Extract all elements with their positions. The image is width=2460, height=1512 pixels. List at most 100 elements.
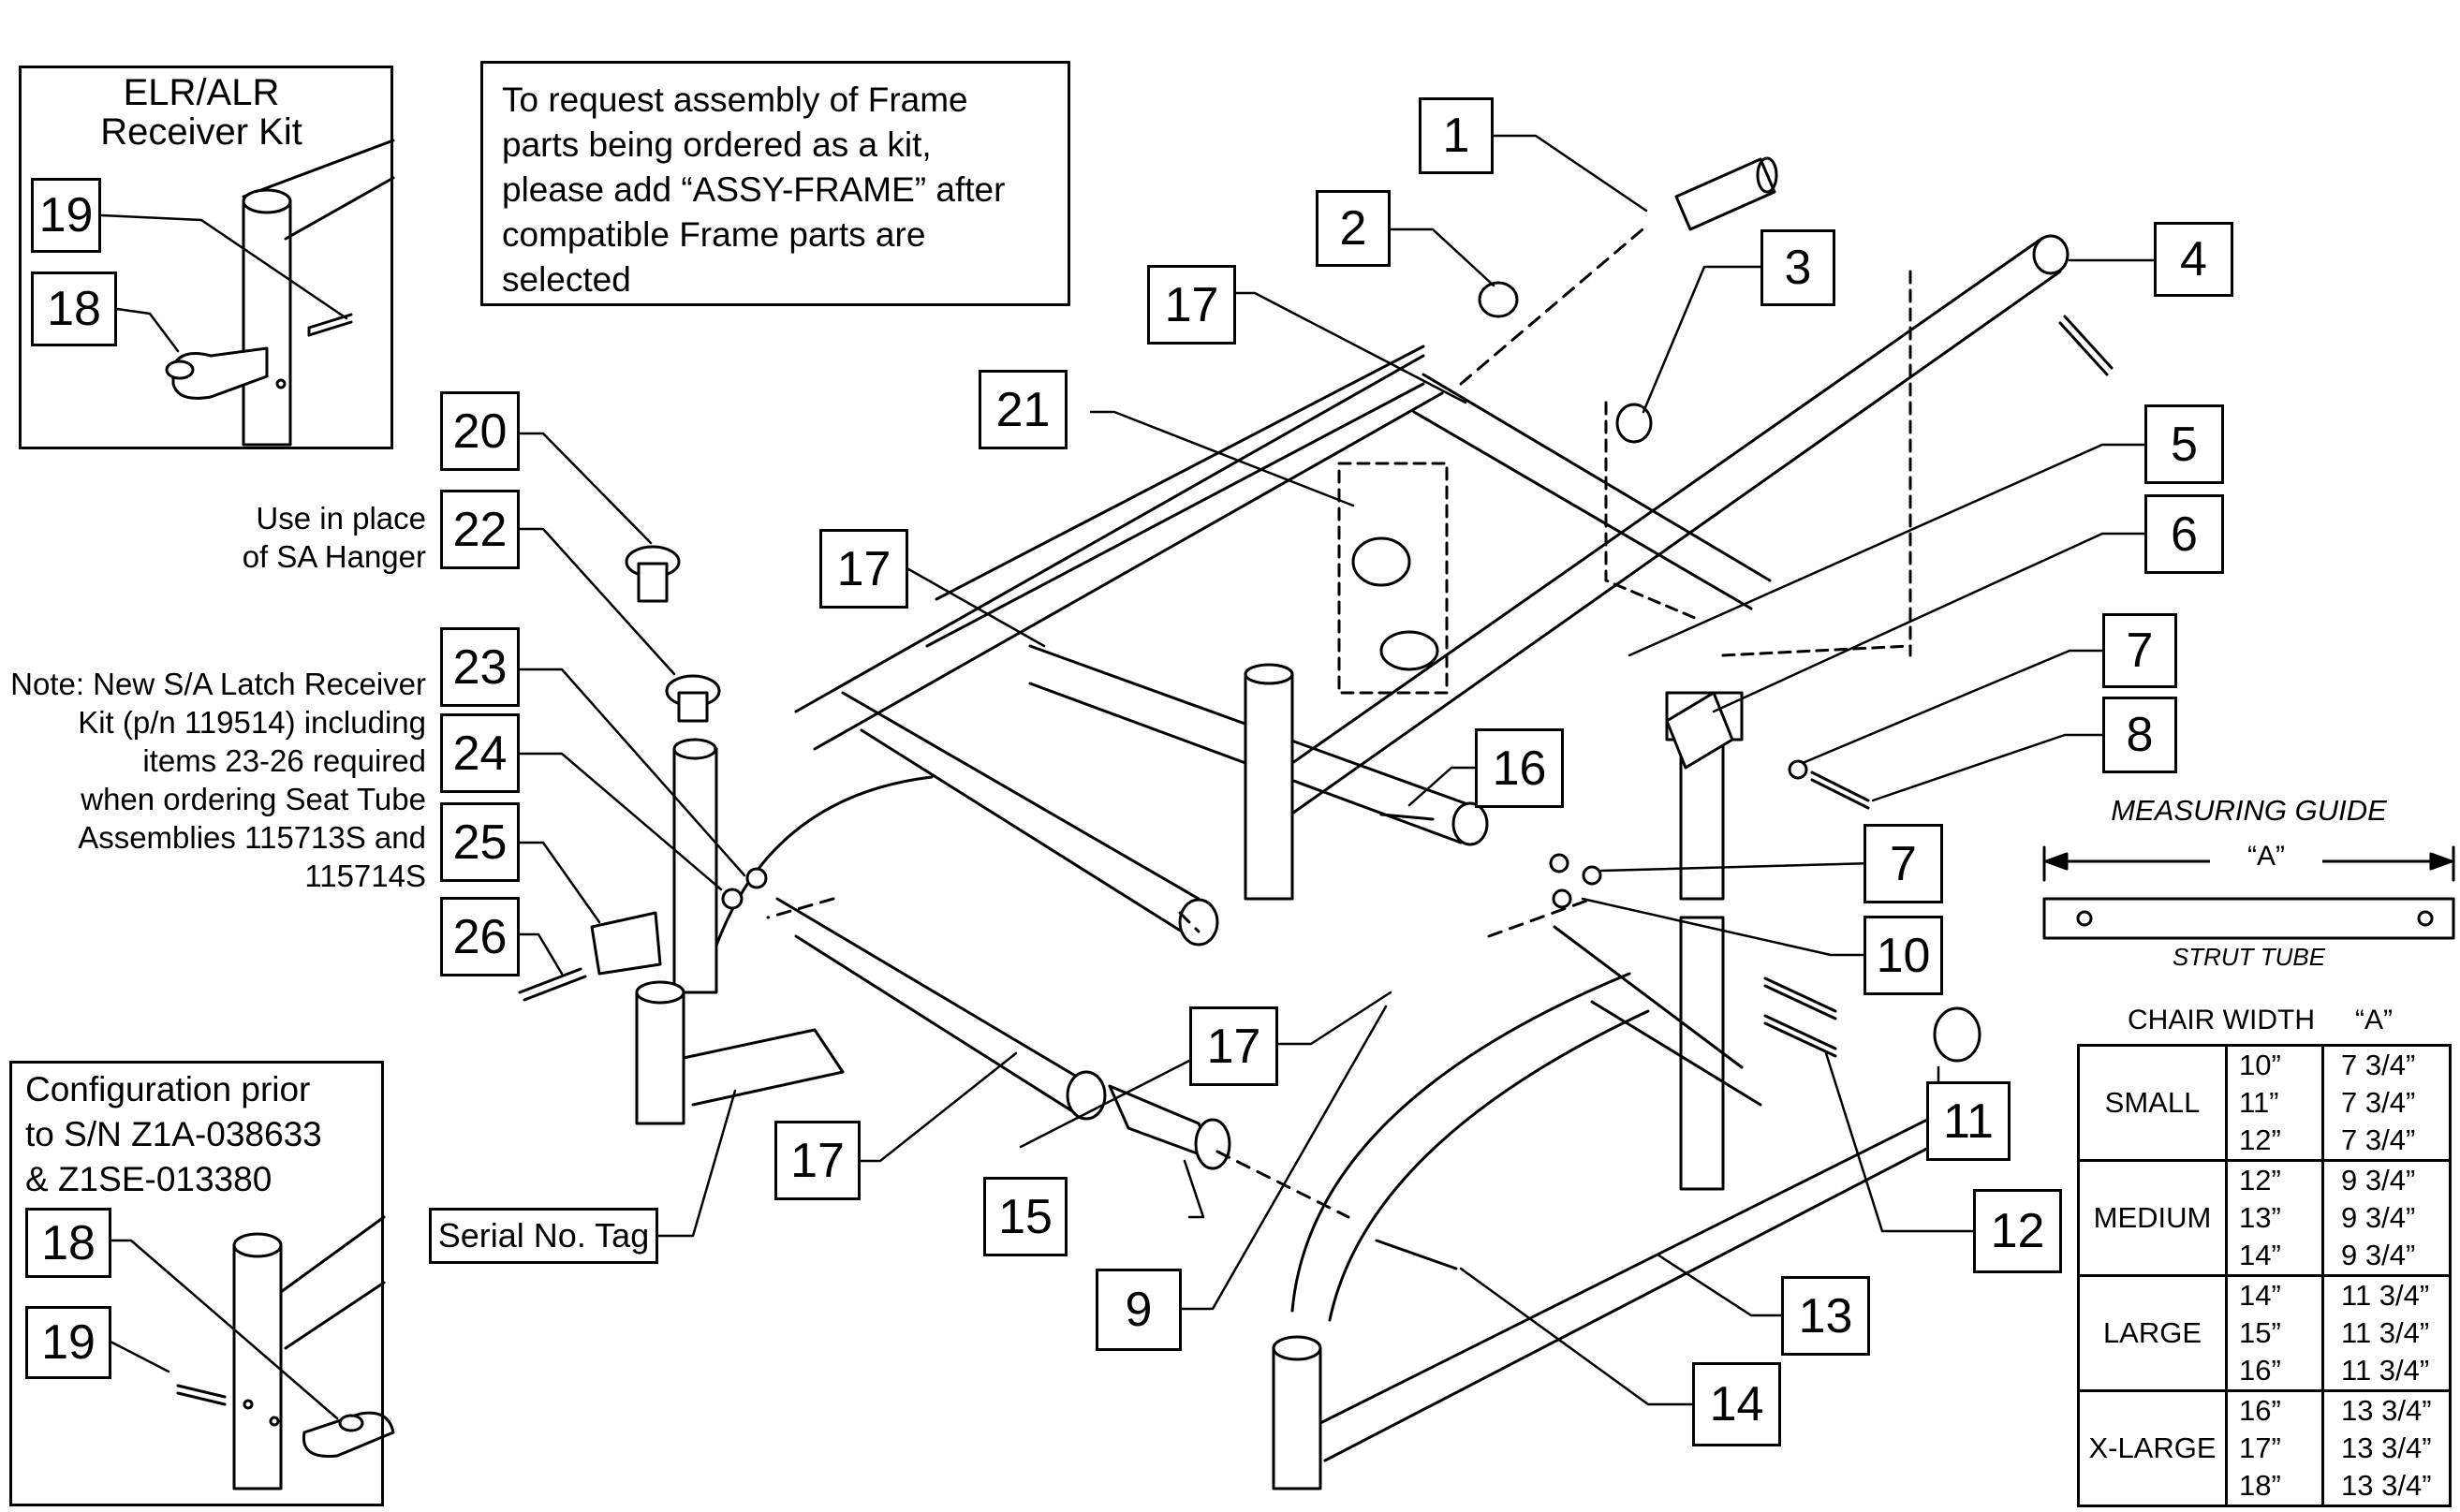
a-medium-3: 9 3/4” <box>2341 1239 2416 1271</box>
callout-11: 11 <box>1926 1081 2011 1161</box>
width-xlarge-2: 17” <box>2239 1431 2281 1464</box>
prior-config-inset <box>9 1061 384 1506</box>
callout-6: 6 <box>2144 494 2224 574</box>
callout-22: 22 <box>440 490 520 569</box>
sa-hanger-note-line-2: of SA Hanger <box>242 539 426 574</box>
width-small-2: 11” <box>2239 1086 2279 1119</box>
widths-xlarge: 16” 17” 18” <box>2225 1389 2324 1507</box>
latch-note-line-6: 115714S <box>304 859 426 893</box>
rear-seat-tube <box>635 663 1294 1125</box>
a-xlarge-3: 13 3/4” <box>2341 1469 2432 1502</box>
a-xlarge-1: 13 3/4” <box>2341 1394 2432 1427</box>
size-xlarge: X-LARGE <box>2077 1389 2228 1507</box>
callout-20: 20 <box>440 391 520 471</box>
callout-1: 1 <box>1419 97 1494 174</box>
widths-small: 10” 11” 12” <box>2225 1044 2324 1162</box>
table-row-small: SMALL 10” 11” 12” 7 3/4” 7 3/4” 7 3/4” <box>2077 1044 2452 1162</box>
receiver-kit-title-line2: Receiver Kit <box>100 111 302 153</box>
assembly-note-line-5: selected <box>502 260 631 299</box>
latch-note-line-1: Note: New S/A Latch Receiver <box>10 667 426 701</box>
assembly-note-line-2: parts being ordered as a kit, <box>502 125 932 164</box>
callout-18-receiver: 18 <box>31 272 117 346</box>
a-small-3: 7 3/4” <box>2341 1123 2416 1156</box>
callout-23: 23 <box>440 627 520 707</box>
width-small-1: 10” <box>2239 1049 2281 1081</box>
assembly-note-line-1: To request assembly of Frame <box>502 81 968 119</box>
callout-18-prior: 18 <box>25 1208 111 1278</box>
a-medium: 9 3/4” 9 3/4” 9 3/4” <box>2321 1159 2452 1277</box>
a-large-1: 11 3/4” <box>2341 1279 2430 1312</box>
callout-24: 24 <box>440 713 520 793</box>
callout-19-prior: 19 <box>25 1306 111 1379</box>
a-large-2: 11 3/4” <box>2341 1316 2430 1349</box>
callout-8: 8 <box>2102 697 2177 773</box>
prior-config-line-3: & Z1SE-013380 <box>25 1160 273 1198</box>
width-large-1: 14” <box>2239 1279 2281 1312</box>
measuring-guide-dimension: “A” <box>2210 841 2322 873</box>
a-large-3: 11 3/4” <box>2341 1354 2430 1387</box>
side-rails <box>794 234 2070 835</box>
callout-5: 5 <box>2144 404 2224 484</box>
a-small: 7 3/4” 7 3/4” 7 3/4” <box>2321 1044 2452 1162</box>
width-medium-2: 13” <box>2239 1201 2281 1234</box>
receiver-kit-title: ELR/ALR Receiver Kit <box>19 73 384 152</box>
callout-17-mid: 17 <box>1189 1006 1278 1086</box>
a-large: 11 3/4” 11 3/4” 11 3/4” <box>2321 1274 2452 1392</box>
prior-config-title: Configuration prior to S/N Z1A-038633 & … <box>25 1067 322 1202</box>
a-medium-2: 9 3/4” <box>2341 1201 2416 1234</box>
callout-10: 10 <box>1863 916 1943 995</box>
latch-note-line-2: Kit (p/n 119514) including <box>78 705 426 740</box>
sa-hanger-note-line-1: Use in place <box>256 501 426 536</box>
callout-3: 3 <box>1760 229 1835 306</box>
width-xlarge-1: 16” <box>2239 1394 2281 1427</box>
receiver-kit-drawing <box>165 139 395 447</box>
chair-width-table: SMALL 10” 11” 12” 7 3/4” 7 3/4” 7 3/4” M… <box>2077 1044 2452 1507</box>
callout-2: 2 <box>1316 190 1391 267</box>
callout-7-lower: 7 <box>1863 824 1943 903</box>
callout-12: 12 <box>1973 1189 2062 1273</box>
assembly-note-box: To request assembly of Frame parts being… <box>480 61 1070 306</box>
width-medium-1: 12” <box>2239 1164 2281 1196</box>
prior-config-line-1: Configuration prior <box>25 1070 311 1108</box>
small-parts <box>518 156 2114 1270</box>
size-small: SMALL <box>2077 1044 2228 1162</box>
prior-config-line-2: to S/N Z1A-038633 <box>25 1115 322 1153</box>
table-row-xlarge: X-LARGE 16” 17” 18” 13 3/4” 13 3/4” 13 3… <box>2077 1389 2452 1507</box>
width-large-2: 15” <box>2239 1316 2281 1349</box>
receiver-kit-title-line1: ELR/ALR <box>123 72 280 113</box>
callout-9: 9 <box>1096 1269 1182 1351</box>
width-small-3: 12” <box>2239 1123 2281 1156</box>
callout-17-left: 17 <box>819 529 908 609</box>
callout-15: 15 <box>983 1177 1068 1256</box>
latch-note-line-4: when ordering Seat Tube <box>81 782 426 816</box>
callout-26: 26 <box>440 897 520 976</box>
size-medium: MEDIUM <box>2077 1159 2228 1277</box>
widths-large: 14” 15” 16” <box>2225 1274 2324 1392</box>
width-xlarge-3: 18” <box>2239 1469 2281 1502</box>
size-large: LARGE <box>2077 1274 2228 1392</box>
callout-21: 21 <box>979 370 1068 449</box>
a-xlarge-2: 13 3/4” <box>2341 1431 2432 1464</box>
callout-13: 13 <box>1781 1276 1870 1356</box>
callout-7-upper: 7 <box>2102 613 2177 688</box>
callout-14: 14 <box>1692 1362 1781 1446</box>
latch-note-line-3: items 23-26 required <box>142 743 426 778</box>
callout-4: 4 <box>2154 222 2233 297</box>
widths-medium: 12” 13” 14” <box>2225 1159 2324 1277</box>
a-small-1: 7 3/4” <box>2341 1049 2416 1081</box>
serial-tag-label: Serial No. Tag <box>429 1208 658 1264</box>
callout-25: 25 <box>440 802 520 882</box>
prior-config-drawing <box>176 1215 395 1490</box>
measuring-guide-art <box>2042 845 2455 940</box>
assembly-note-line-3: please add “ASSY-FRAME” after <box>502 170 1006 209</box>
leader-lines <box>99 134 2156 1420</box>
table-header-a: “A” <box>2355 1005 2393 1035</box>
sa-hanger-note: Use in place of SA Hanger <box>187 499 426 576</box>
receiver-kit-inset <box>19 66 393 449</box>
table-header-chair-width: CHAIR WIDTH <box>2128 1005 2315 1035</box>
a-xlarge: 13 3/4” 13 3/4” 13 3/4” <box>2321 1389 2452 1507</box>
a-small-2: 7 3/4” <box>2341 1086 2416 1119</box>
table-row-large: LARGE 14” 15” 16” 11 3/4” 11 3/4” 11 3/4… <box>2077 1274 2452 1392</box>
callout-19-receiver: 19 <box>31 178 101 253</box>
